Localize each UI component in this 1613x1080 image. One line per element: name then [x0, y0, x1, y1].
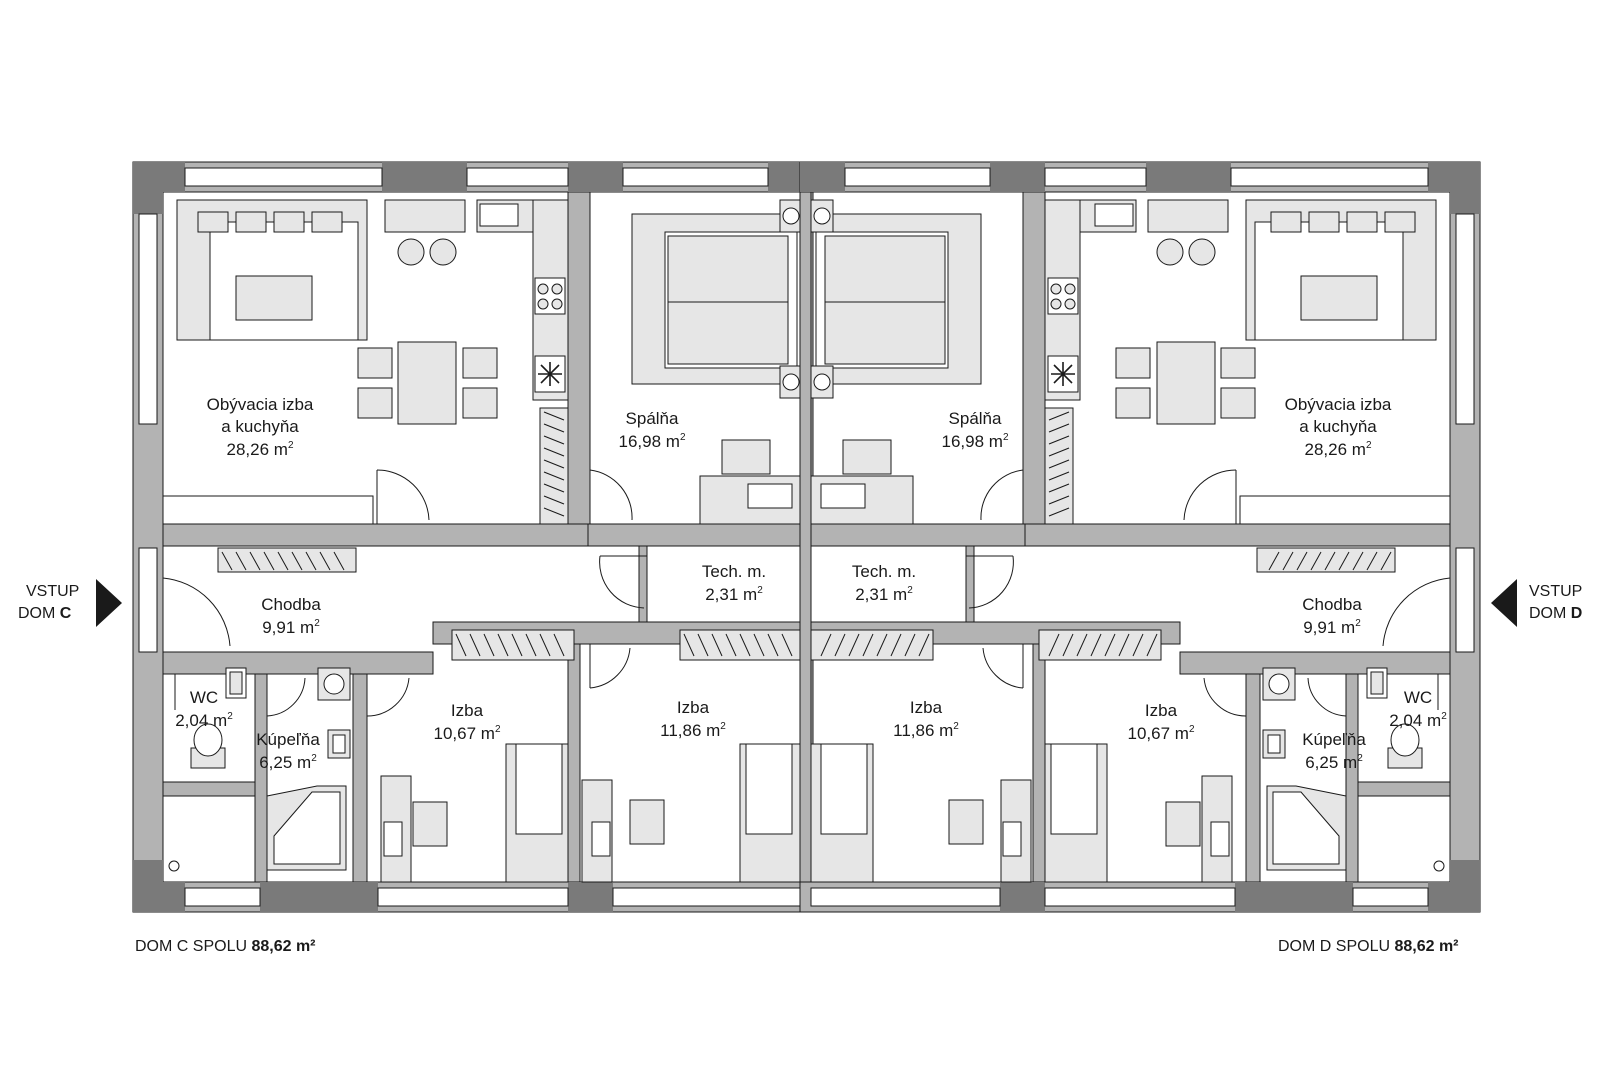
wc-area-d: 2,04 m2 — [1389, 711, 1447, 730]
living-name-c-2: a kuchyňa — [221, 417, 299, 436]
bedroom-area-c: 16,98 m2 — [619, 432, 686, 451]
bath-area-d: 6,25 m2 — [1305, 753, 1363, 772]
bath-area-c: 6,25 m2 — [259, 753, 317, 772]
living-area-c: 28,26 m2 — [227, 440, 294, 459]
room2-name-d: Izba — [910, 698, 943, 717]
tech-area-d: 2,31 m2 — [855, 585, 913, 604]
entry-label-d-1: VSTUP — [1529, 583, 1582, 600]
entry-label-c-1: VSTUP — [26, 583, 79, 600]
hall-area-d: 9,91 m2 — [1303, 618, 1361, 637]
living-name-d-1: Obývacia izba — [1285, 395, 1392, 414]
bath-name-d: Kúpeľňa — [1302, 730, 1366, 749]
bedroom-area-d: 16,98 m2 — [942, 432, 1009, 451]
room1-name-c: Izba — [451, 701, 484, 720]
tech-name-c: Tech. m. — [702, 562, 766, 581]
house-c-plan — [132, 161, 814, 913]
entry-label-d-2: DOM D — [1529, 605, 1582, 622]
room2-name-c: Izba — [677, 698, 710, 717]
room2-area-c: 11,86 m2 — [660, 721, 726, 740]
living-name-d-2: a kuchyňa — [1299, 417, 1377, 436]
hall-area-c: 9,91 m2 — [262, 618, 320, 637]
hall-name-d: Chodba — [1302, 595, 1362, 614]
wc-area-c: 2,04 m2 — [175, 711, 233, 730]
room1-name-d: Izba — [1145, 701, 1178, 720]
living-name-c-1: Obývacia izba — [207, 395, 314, 414]
wc-name-d: WC — [1404, 688, 1432, 707]
labels-house-d: Obývacia izba a kuchyňa 28,26 m2 Spálňa … — [852, 395, 1582, 955]
tech-area-c: 2,31 m2 — [705, 585, 763, 604]
total-d: DOM D SPOLU 88,62 m² — [1278, 938, 1459, 955]
room2-area-d: 11,86 m2 — [893, 721, 959, 740]
bedroom-name-c: Spálňa — [626, 409, 679, 428]
bath-name-c: Kúpeľňa — [256, 730, 320, 749]
total-c: DOM C SPOLU 88,62 m² — [135, 938, 316, 955]
labels-house-c: Obývacia izba a kuchyňa 28,26 m2 Spálňa … — [18, 395, 766, 955]
entry-label-c-2: DOM C — [18, 605, 72, 622]
hall-name-c: Chodba — [261, 595, 321, 614]
entry-arrow-d-icon — [1491, 579, 1517, 627]
bedroom-name-d: Spálňa — [949, 409, 1002, 428]
room1-area-c: 10,67 m2 — [434, 724, 501, 743]
house-d-plan — [799, 161, 1481, 913]
wc-name-c: WC — [190, 688, 218, 707]
entry-arrow-c-icon — [96, 579, 122, 627]
room1-area-d: 10,67 m2 — [1128, 724, 1195, 743]
living-area-d: 28,26 m2 — [1305, 440, 1372, 459]
tech-name-d: Tech. m. — [852, 562, 916, 581]
